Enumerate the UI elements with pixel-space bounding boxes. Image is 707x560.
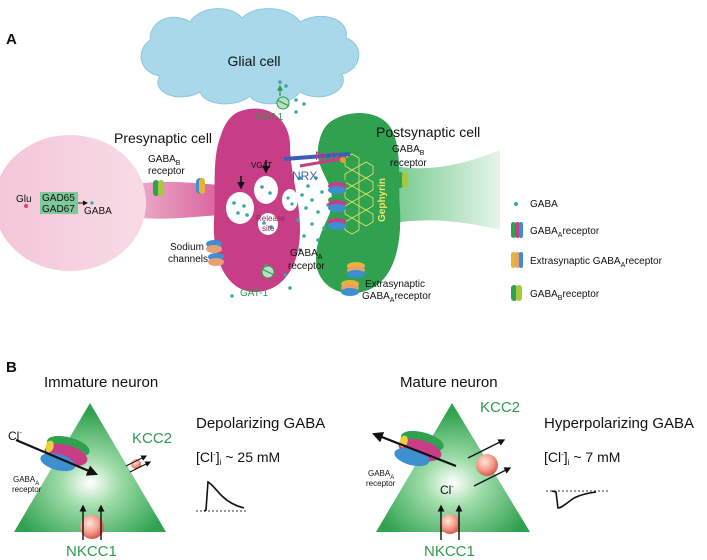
sodium-label-1: Sodium [170,242,204,253]
immature-kcc2-arrow [129,461,152,473]
immature-cl-label: Cl- [8,429,22,443]
mature-title: Mature neuron [400,374,498,391]
legend-gabab-icon [511,285,522,301]
gad-box [40,192,78,214]
mature-effect: Hyperpolarizing GABA [544,415,694,432]
cleft-gabaa-label-2: receptor [288,261,325,272]
immature-neuron-triangle [14,403,166,532]
gat1-top-label: GAT-1 [255,112,284,123]
nlg-adhesion [299,156,347,168]
mature-nkcc1-transporter [440,514,460,534]
sodium-label-2: channels [168,254,208,265]
mature-receptor-label-1: GABAA [368,469,394,481]
pre-gabab-label: GABAB [148,154,181,167]
legend-gabaa-label: GABAAreceptor [530,226,600,239]
presynaptic-terminal [213,108,300,292]
synaptic-gabaa-receptors [328,178,346,230]
panel-b-label: B [6,359,17,376]
gat1-bottom-label: GAT-1 [240,288,269,299]
gaba-label: GABA [84,206,112,217]
legend-extrasyn-label: Extrasynaptic GABAAreceptor [530,256,663,269]
glial-cell [140,8,360,105]
mature-kcc2-arrow [473,467,512,487]
legend-gaba-icon [514,202,518,206]
glial-cell-label: Glial cell [228,53,281,69]
mature-nkcc1-label: NKCC1 [424,543,475,560]
post-gabab-label: GABAB [392,144,425,157]
legend-gabab-label: GABABreceptor [530,289,600,302]
mature-neuron-triangle [376,403,530,532]
nrx-label: NRX [292,169,317,183]
pre-gabab-receptor [153,180,164,196]
gad65-label: GAD65 [42,193,75,204]
mature-kcc2-transporter [476,454,498,476]
immature-trace [203,480,245,512]
glu-label: Glu [16,194,32,205]
glu-dot [24,204,28,208]
cleft-gaba-dots [230,80,330,298]
immature-gabaa-receptor [40,435,90,472]
gat1-glial-transporter [276,84,290,110]
pre-gabab-label-2: receptor [148,166,185,177]
extrasynaptic-gabaa-receptors [341,262,365,296]
nrx-adhesion [283,152,351,161]
mature-kcc2-arrow [467,439,506,459]
immature-kcc2-label: KCC2 [132,430,172,447]
extrasyn-label-1: Extrasynaptic [365,279,425,290]
vesicle-gaba-dots [232,185,294,229]
mature-trace [551,490,597,509]
gaba-dot [90,201,94,205]
immature-kcc2-arrow [125,455,148,467]
gad67-label: GAD67 [42,204,75,215]
immature-concentration: [Cl-]i ~ 25 mM [196,449,280,467]
immature-kcc2-transporter [131,459,141,469]
immature-nkcc1-label: NKCC1 [66,543,117,560]
mature-receptor-label-2: receptor [366,479,396,488]
mature-cl-label: Cl- [440,483,454,497]
legend-gabaa-icon [511,222,523,238]
immature-cl-arrow [15,438,99,476]
immature-nkcc1-transporter [80,515,104,539]
presynaptic-label: Presynaptic cell [114,130,212,146]
extrasyn-label-2: GABAAreceptor [362,291,432,304]
immature-receptor-label-2: receptor [12,485,42,494]
panel-a-label: A [6,31,17,48]
immature-effect: Depolarizing GABA [196,415,325,432]
postsynaptic-label: Postsynaptic cell [376,124,480,140]
gat1-presynaptic-transporter [261,265,275,279]
legend-gaba-label: GABA [530,199,558,210]
mature-kcc2-label: KCC2 [480,399,520,416]
vgat-label: VGAT [251,161,272,170]
mature-concentration: [Cl-]i ~ 7 mM [544,449,620,467]
mature-cl-arrow [371,432,457,468]
immature-title: Immature neuron [44,374,158,391]
gephyrin-label: Gephyrin [377,178,388,222]
pre-axon-receptor [196,178,205,194]
post-gabab-receptor [397,172,408,188]
cleft-gabaa-label: GABAA [290,248,323,261]
immature-receptor-label-1: GABAA [13,475,39,487]
legend-extrasyn-icon [511,252,523,268]
post-gabab-label-2: receptor [390,158,427,169]
postsynaptic-axon [370,150,500,230]
sodium-channels [206,240,224,266]
release-site-label-1: Release [256,214,286,223]
nlg-label: NLG [315,149,340,163]
nlg-anchor [340,157,346,163]
release-site-label-2: site [262,224,275,233]
legend: GABA GABAAreceptor Extrasynaptic GABAAre… [511,199,663,302]
